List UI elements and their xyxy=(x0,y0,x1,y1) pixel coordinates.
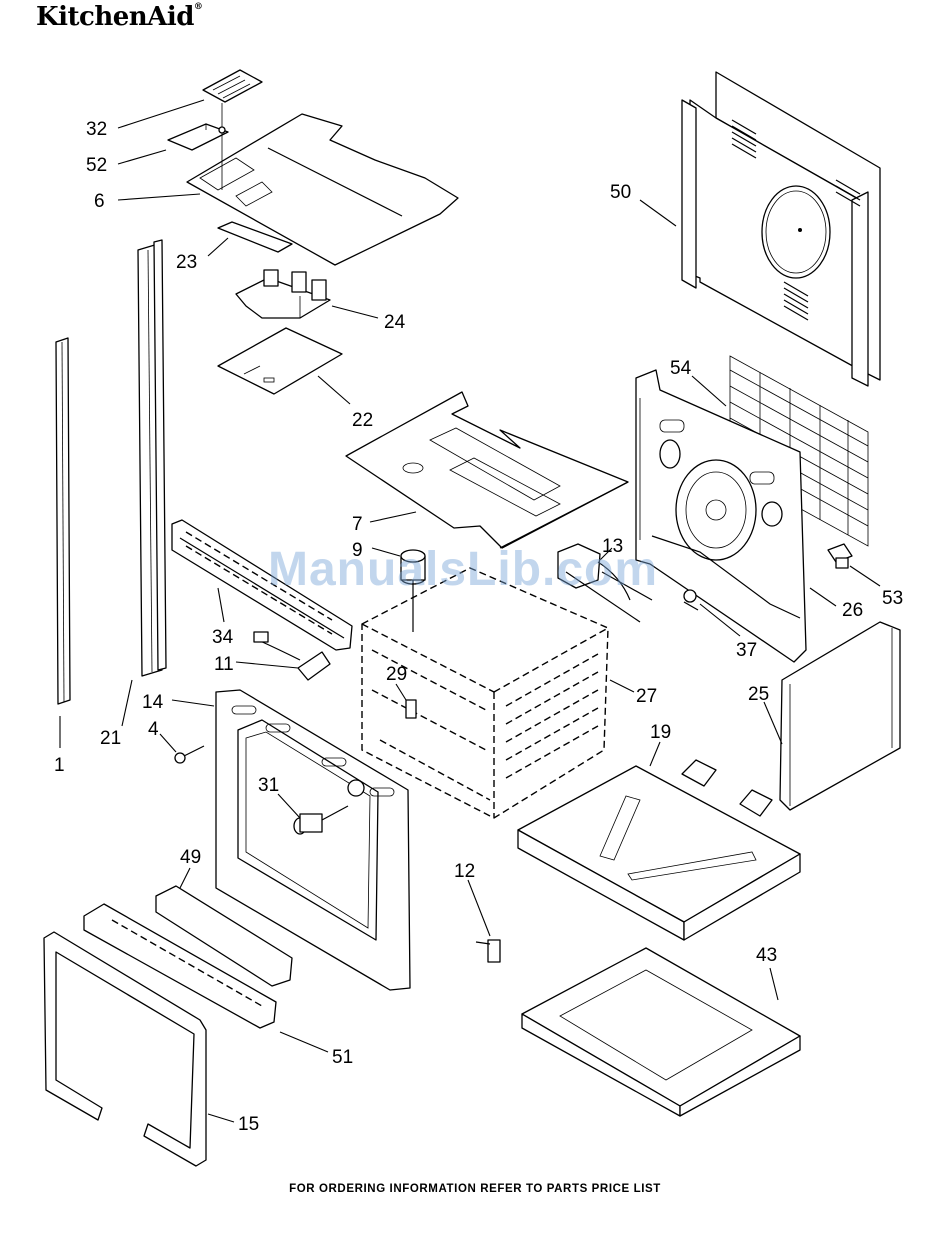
callout-24: 24 xyxy=(384,312,406,333)
callout-34: 34 xyxy=(212,627,234,648)
footer-note: FOR ORDERING INFORMATION REFER TO PARTS … xyxy=(0,1183,950,1195)
part-32-vent-plate xyxy=(203,70,262,102)
callout-15: 15 xyxy=(238,1114,259,1135)
part-7-oven-top xyxy=(346,392,628,548)
callout-4: 4 xyxy=(148,719,159,740)
callout-52: 52 xyxy=(86,155,107,176)
callout-54: 54 xyxy=(670,358,692,379)
part-29-bracket xyxy=(406,700,416,718)
callout-49: 49 xyxy=(180,847,201,868)
callout-51: 51 xyxy=(332,1047,353,1068)
callout-19: 19 xyxy=(650,722,671,743)
callout-32: 32 xyxy=(86,119,107,140)
part-6-top-panel xyxy=(187,103,458,265)
callout-31: 31 xyxy=(258,775,279,796)
callout-50: 50 xyxy=(610,182,631,203)
part-12-clip xyxy=(476,940,500,962)
callout-14: 14 xyxy=(142,692,164,713)
part-22-insulation-sheet xyxy=(218,328,342,394)
part-4-screw xyxy=(175,746,204,763)
part-43-drawer-liner xyxy=(522,948,800,1116)
part-1-vertical-trim xyxy=(56,338,70,704)
watermark-text: ManualsLib.com xyxy=(268,542,658,597)
callout-22: 22 xyxy=(352,410,373,431)
callout-11: 11 xyxy=(214,654,234,675)
part-19-bottom-tray xyxy=(518,760,800,940)
callout-29: 29 xyxy=(386,664,407,685)
callout-25: 25 xyxy=(748,684,769,705)
part-53-clip xyxy=(828,544,852,568)
callout-43: 43 xyxy=(756,945,777,966)
callout-7: 7 xyxy=(352,514,363,535)
part-37-sensor-clip xyxy=(684,590,698,610)
callout-53: 53 xyxy=(882,588,903,609)
callout-27: 27 xyxy=(636,686,657,707)
part-24-switch-assembly xyxy=(236,270,330,318)
part-52-bracket xyxy=(168,124,228,150)
callout-37: 37 xyxy=(736,640,757,661)
callout-26: 26 xyxy=(842,600,863,621)
part-27-oven-cavity xyxy=(362,568,608,818)
callout-1: 1 xyxy=(54,755,65,776)
part-50-rear-panel xyxy=(682,72,880,386)
callout-21: 21 xyxy=(100,728,121,749)
callout-12: 12 xyxy=(454,861,475,882)
callout-6: 6 xyxy=(94,191,105,212)
part-21-side-trim xyxy=(138,240,166,676)
callout-23: 23 xyxy=(176,252,197,273)
